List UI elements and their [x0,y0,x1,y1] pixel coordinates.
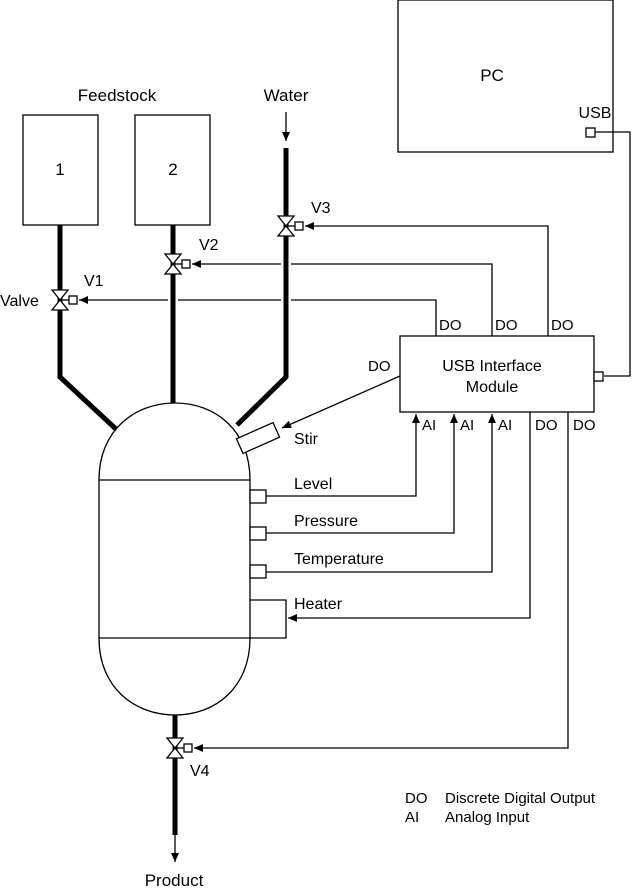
heater-label: Heater [294,596,343,613]
do-label-v1: DO [439,317,462,334]
feedstock-tank-1 [22,114,99,226]
v1-label: V1 [84,273,104,290]
usb-cable [595,131,631,377]
feedstock-label: Feedstock [78,86,157,105]
valve-v3-icon[interactable] [276,215,304,237]
product-label: Product [145,871,204,889]
level-sensor [249,489,267,504]
pressure-label: Pressure [294,513,358,530]
legend-text: Analog Input [445,809,530,826]
ai-label-pressure: AI [460,417,474,434]
level-label: Level [294,476,332,493]
module-label-line1: USB Interface [442,358,542,375]
pc-box [397,0,614,153]
tank-2-label: 2 [168,160,177,179]
usb-interface-module [399,335,595,413]
pipe-water [235,148,289,427]
module-label-line2: Module [466,379,519,396]
signal-line-stir [281,375,401,429]
valve-label: Valve [0,293,39,310]
pc-usb-port [585,127,596,138]
temperature-label: Temperature [294,551,384,568]
do-label-heater: DO [535,417,558,434]
signal-line-level [266,414,420,497]
signal-line-v3 [305,222,549,336]
do-label-v4: DO [573,417,596,434]
legend-abbr: AI [405,809,419,826]
ai-label-level: AI [422,417,436,434]
stirrer-motor [235,421,281,455]
signal-line-pressure [266,414,458,534]
pc-label: PC [480,66,504,85]
tank-1-label: 1 [55,160,64,179]
legend-text: Discrete Digital Output [445,790,596,807]
valve-v1-icon[interactable] [50,289,78,311]
valve-v2-icon[interactable] [163,253,191,275]
reactor-vessel [98,402,251,716]
signal-line-v1 [79,296,437,336]
do-label-v2: DO [495,317,518,334]
water-label: Water [264,86,309,105]
v3-label: V3 [311,200,331,217]
module-usb-port [593,371,604,382]
signal-line-v4 [194,412,569,752]
stir-label: Stir [294,431,319,448]
signal-line-temperature [266,414,496,573]
pipe-tank-1 [57,225,119,432]
signal-line-heater [288,412,531,622]
feedstock-tank-2 [134,114,211,226]
v4-label: V4 [190,763,210,780]
legend-abbr: DO [405,790,428,807]
signal-line-v2 [192,260,493,336]
temperature-sensor [249,564,267,579]
heater-element [250,599,287,639]
do-label-v3: DO [551,317,574,334]
ai-label-temperature: AI [498,417,512,434]
do-label-stir: DO [368,358,391,375]
v2-label: V2 [199,237,219,254]
pressure-sensor [249,526,267,541]
legend: DO Discrete Digital Output AI Analog Inp… [405,790,596,826]
valve-v4-icon[interactable] [165,737,193,759]
pc-usb-label: USB [579,105,612,122]
